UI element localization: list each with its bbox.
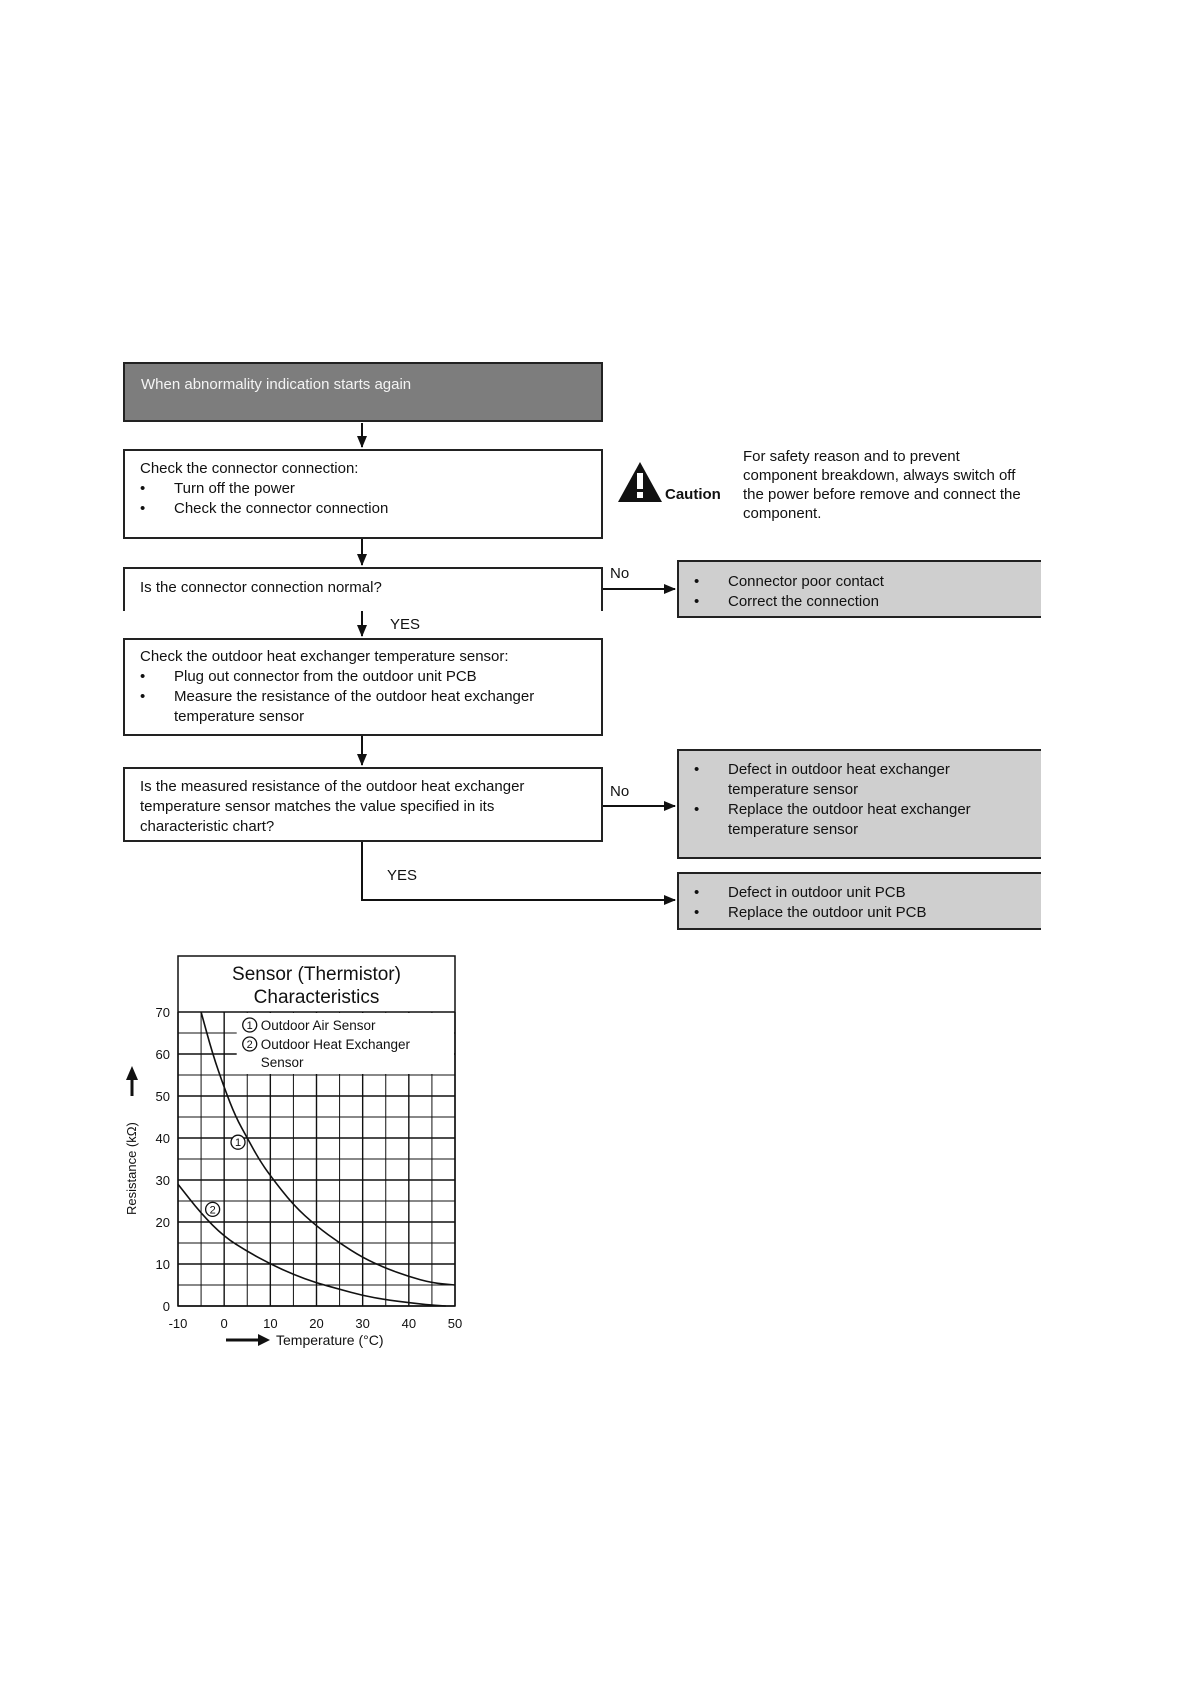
y-tick-label: 0 [163,1299,170,1314]
warning-triangle-icon [618,462,662,502]
resistance-question-box: Is the measured resistance of the outdoo… [123,767,603,842]
series-line-2 [177,1183,446,1307]
result-pcb-box: Defect in outdoor unit PCB Replace the o… [677,872,1041,930]
result-sensor-item: Replace the outdoor heat exchanger tempe… [694,800,1026,840]
series-marker-label: 2 [210,1204,216,1216]
yes-label-connector: YES [390,616,421,633]
series-line-1 [200,1011,456,1286]
x-tick-label: 50 [448,1316,462,1331]
check-sensor-title: Check the outdoor heat exchanger tempera… [140,648,509,665]
check-sensor-box: Check the outdoor heat exchanger tempera… [123,638,603,736]
x-axis-label: Temperature (°C) [276,1332,384,1348]
legend-label: Outdoor Heat Exchanger [261,1037,411,1052]
y-tick-label: 60 [156,1047,170,1062]
y-axis-label: Resistance (kΩ) [124,1122,139,1215]
no-label-resistance: No [610,783,630,800]
start-box: When abnormality indication starts again [123,362,603,422]
y-tick-label: 40 [156,1131,170,1146]
legend-label-cont: Sensor [261,1055,304,1070]
x-tick-label: 20 [309,1316,323,1331]
legend-label: Outdoor Air Sensor [261,1018,376,1033]
result-sensor-item: Defect in outdoor heat exchanger tempera… [694,760,1026,800]
check-connector-item: Check the connector connection [140,499,586,519]
x-axis-arrowhead-icon [258,1334,270,1346]
result-pcb-item: Replace the outdoor unit PCB [694,903,1026,923]
y-tick-label: 20 [156,1215,170,1230]
legend-marker-label: 1 [247,1020,253,1032]
check-sensor-item: Measure the resistance of the outdoor he… [140,687,586,727]
x-tick-label: 40 [402,1316,416,1331]
legend-box [236,1013,454,1074]
series-marker-1 [230,1134,246,1150]
legend-marker [242,1036,258,1052]
x-tick-label: 30 [355,1316,369,1331]
result-sensor-box: Defect in outdoor heat exchanger tempera… [677,749,1041,859]
series-marker-label: 1 [235,1137,241,1149]
y-tick-label: 70 [156,1005,170,1020]
series-marker-2 [204,1201,221,1218]
x-tick-label: 0 [221,1316,228,1331]
chart-title: Sensor (Thermistor)Characteristics [232,964,401,1008]
arrow-resistance-yes [361,841,676,905]
resistance-question-text: Is the measured resistance of the outdoo… [140,778,525,835]
caution-label: Caution [665,486,721,503]
yes-label-resistance: YES [387,867,418,884]
start-text: When abnormality indication starts again [141,376,412,393]
result-pcb-item: Defect in outdoor unit PCB [694,883,1026,903]
check-connector-title: Check the connector connection: [140,460,359,477]
no-label-connector: No [610,565,630,582]
connector-question-box: Is the connector connection normal? [123,567,603,611]
check-sensor-item: Plug out connector from the outdoor unit… [140,667,586,687]
y-axis-arrowhead-icon [126,1066,138,1080]
caution-text: For safety reason and to prevent compone… [743,448,1021,522]
result-connector-item: Connector poor contact [694,572,1026,592]
x-tick-label: -10 [169,1316,188,1331]
y-tick-label: 50 [156,1089,170,1104]
legend-marker-label: 2 [247,1039,253,1051]
x-tick-label: 10 [263,1316,277,1331]
check-connector-box: Check the connector connection: Turn off… [123,449,603,539]
check-connector-item: Turn off the power [140,479,586,499]
connector-question-text: Is the connector connection normal? [140,579,382,596]
legend-marker [242,1017,258,1033]
result-connector-box: Connector poor contact Correct the conne… [677,560,1041,618]
y-tick-label: 30 [156,1173,170,1188]
y-tick-label: 10 [156,1257,170,1272]
result-connector-item: Correct the connection [694,592,1026,612]
